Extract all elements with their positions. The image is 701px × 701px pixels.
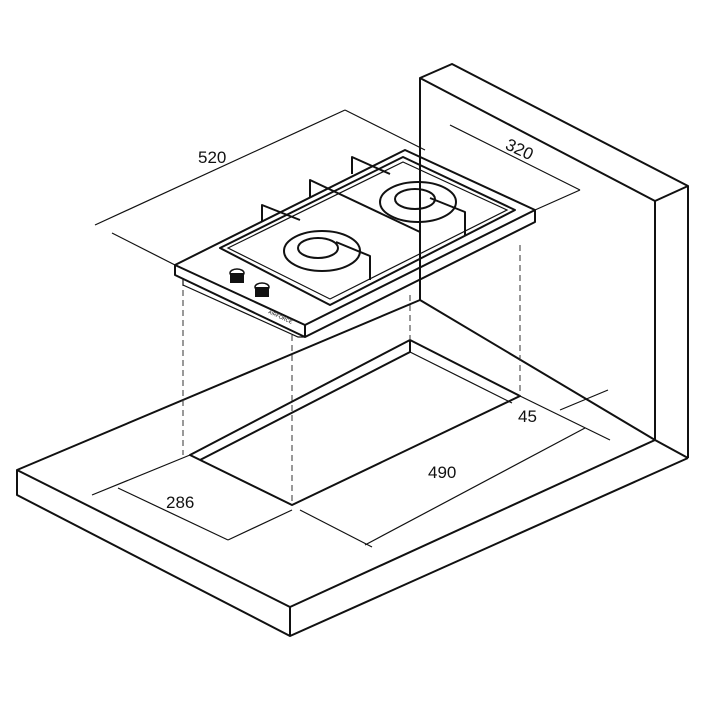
dimension-hob-width: 520 [198, 148, 227, 167]
gas-hob: AIRFORCE [174, 149, 536, 338]
knob-icon [229, 268, 245, 283]
projection-lines [182, 245, 521, 505]
dimension-cutout-width: 490 [428, 463, 457, 482]
brand-logo: AIRFORCE [267, 309, 294, 326]
dimension-back-clearance: 45 [518, 407, 537, 426]
wall [419, 63, 689, 458]
dimension-lines [91, 109, 611, 548]
knob-icon [254, 282, 270, 297]
countertop [16, 299, 689, 637]
dimension-cutout-depth: 286 [166, 493, 195, 512]
cutout [189, 339, 521, 506]
